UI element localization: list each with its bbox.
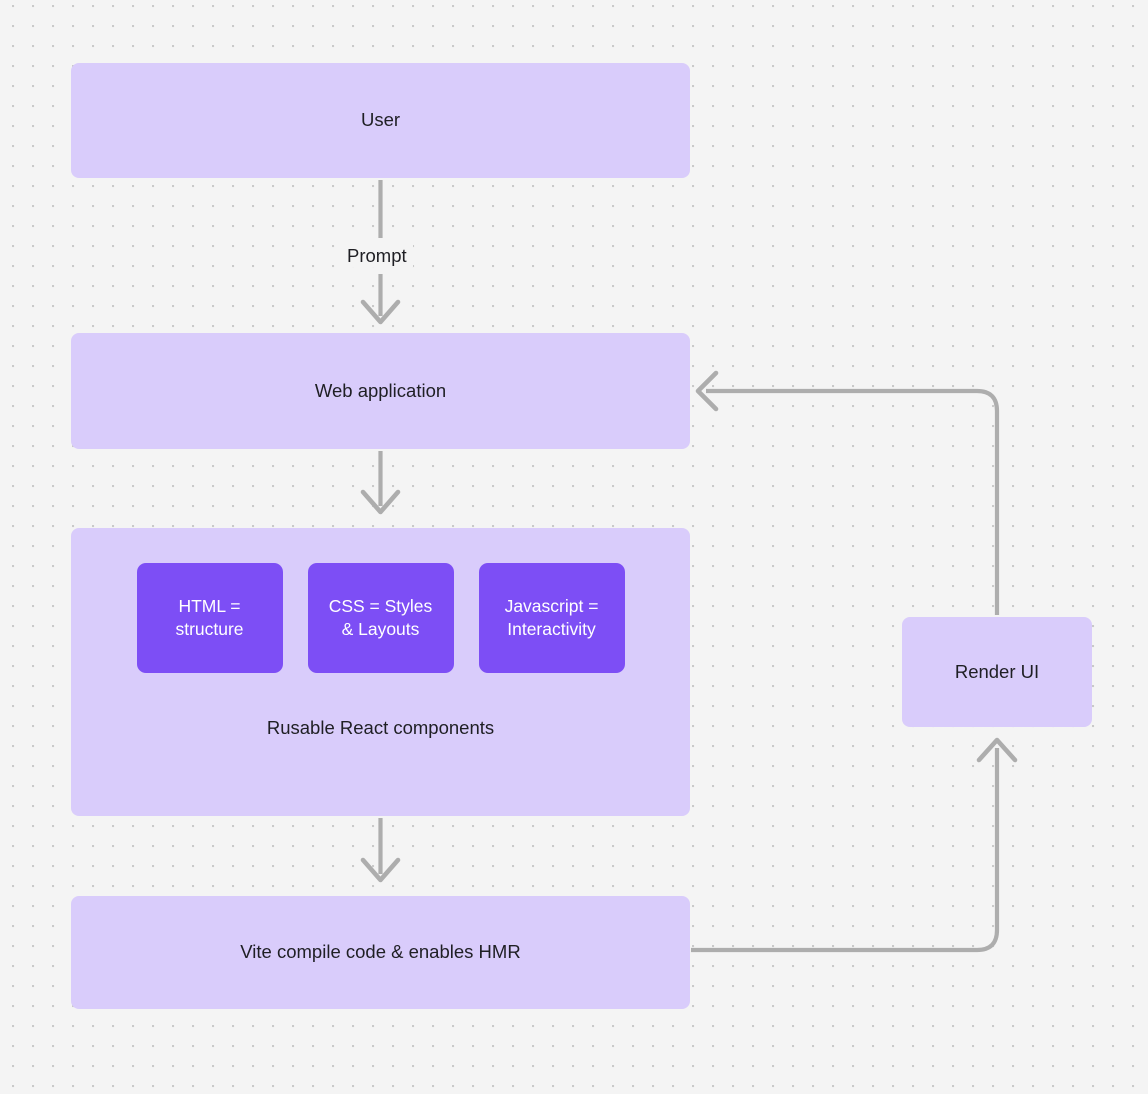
- arrowhead-left-web: [695, 370, 719, 412]
- node-html-structure-line1: HTML =: [178, 595, 241, 616]
- arrowhead-down-react: [360, 489, 401, 515]
- node-html-structure-line2: structure: [175, 619, 244, 639]
- edge-vite-to-render: [691, 748, 1000, 953]
- node-vite[interactable]: Vite compile code & enables HMR: [71, 896, 690, 1009]
- edge-render-to-web: [706, 388, 1000, 615]
- node-css-styles-layouts-line2: & Layouts: [341, 619, 420, 639]
- node-user-label: User: [360, 109, 401, 131]
- node-html-structure[interactable]: HTML = structure: [136, 563, 283, 673]
- edge-label-prompt: Prompt: [341, 245, 413, 267]
- node-javascript-interactivity[interactable]: Javascript = Interactivity: [478, 563, 625, 673]
- arrowhead-down-vite: [360, 857, 401, 883]
- node-vite-label: Vite compile code & enables HMR: [240, 941, 521, 963]
- node-react-components-caption: Rusable React components: [266, 717, 495, 738]
- node-render-ui[interactable]: Render UI: [902, 617, 1092, 727]
- node-render-ui-label: Render UI: [954, 660, 1040, 682]
- react-building-blocks-row: HTML = structure CSS = Styles & Layouts …: [71, 563, 690, 673]
- node-react-components-container[interactable]: HTML = structure CSS = Styles & Layouts …: [71, 528, 690, 816]
- node-javascript-interactivity-line1: Javascript =: [504, 595, 599, 616]
- node-javascript-interactivity-line2: Interactivity: [507, 619, 596, 639]
- node-user[interactable]: User: [71, 63, 690, 178]
- node-css-styles-layouts[interactable]: CSS = Styles & Layouts: [307, 563, 454, 673]
- node-web-application-label: Web application: [314, 379, 447, 401]
- node-web-application[interactable]: Web application: [71, 333, 690, 449]
- arrowhead-up-render: [976, 737, 1018, 763]
- node-css-styles-layouts-line1: CSS = Styles: [328, 595, 433, 616]
- arrowhead-down-web: [360, 299, 401, 325]
